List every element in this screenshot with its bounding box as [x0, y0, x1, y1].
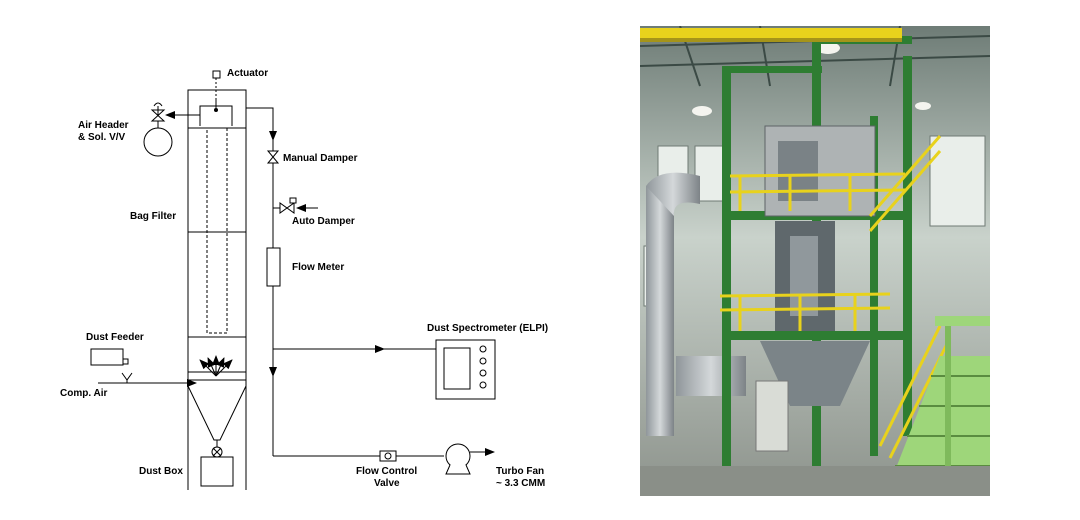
flow-control-label-1: Flow Control [356, 466, 417, 477]
comp-air-line [98, 372, 197, 387]
air-header-label-2: & Sol. V/V [78, 132, 126, 143]
flow-meter-label: Flow Meter [292, 262, 344, 273]
exhaust-duct [646, 172, 746, 436]
dust-feeder-outlet [122, 358, 129, 365]
actuator-symbol [212, 70, 221, 79]
floor [640, 466, 990, 496]
dust-box [200, 456, 234, 487]
actuator-joint [214, 108, 218, 112]
flow-control-valve-icon [379, 450, 397, 462]
bag-filter-column [187, 89, 247, 381]
control-panel [755, 380, 789, 452]
manual-damper-icon [266, 150, 280, 164]
actuator-label: Actuator [227, 68, 268, 79]
facility-photo [640, 26, 990, 496]
dust-box-label: Dust Box [139, 466, 183, 477]
auto-damper-label: Auto Damper [292, 216, 355, 227]
turbo-fan-label-2: ~ 3.3 CMM [496, 478, 545, 489]
ceiling-lamps [692, 42, 931, 116]
turbo-fan-label-1: Turbo Fan [496, 466, 544, 477]
air-distribution-arrows [199, 355, 233, 377]
turbo-fan-icon [445, 443, 471, 475]
yellow-railings [719, 135, 952, 459]
crane-beam [640, 28, 902, 38]
dust-spectrometer-label: Dust Spectrometer (ELPI) [427, 323, 548, 334]
bag-filter-schematic: Actuator Air Header & Sol. V/V Bag Filte… [60, 68, 548, 490]
auto-damper-icon [279, 197, 297, 214]
bag-filter-label: Bag Filter [130, 211, 176, 222]
rotary-valve-icon [211, 446, 223, 458]
dust-feeder-label: Dust Feeder [86, 332, 144, 343]
air-header-label-1: Air Header [78, 120, 129, 131]
flow-meter [266, 247, 281, 287]
filter-bag [206, 127, 228, 334]
comp-air-label: Comp. Air [60, 388, 108, 399]
flow-control-label-2: Valve [374, 478, 400, 489]
manual-damper-label: Manual Damper [283, 153, 358, 164]
filter-housing [760, 125, 876, 406]
dust-feeder-box [90, 348, 124, 366]
dust-spectrometer [435, 339, 496, 400]
air-header-tank [143, 102, 173, 157]
outlet-duct [246, 107, 274, 140]
dust-hopper [187, 380, 247, 490]
